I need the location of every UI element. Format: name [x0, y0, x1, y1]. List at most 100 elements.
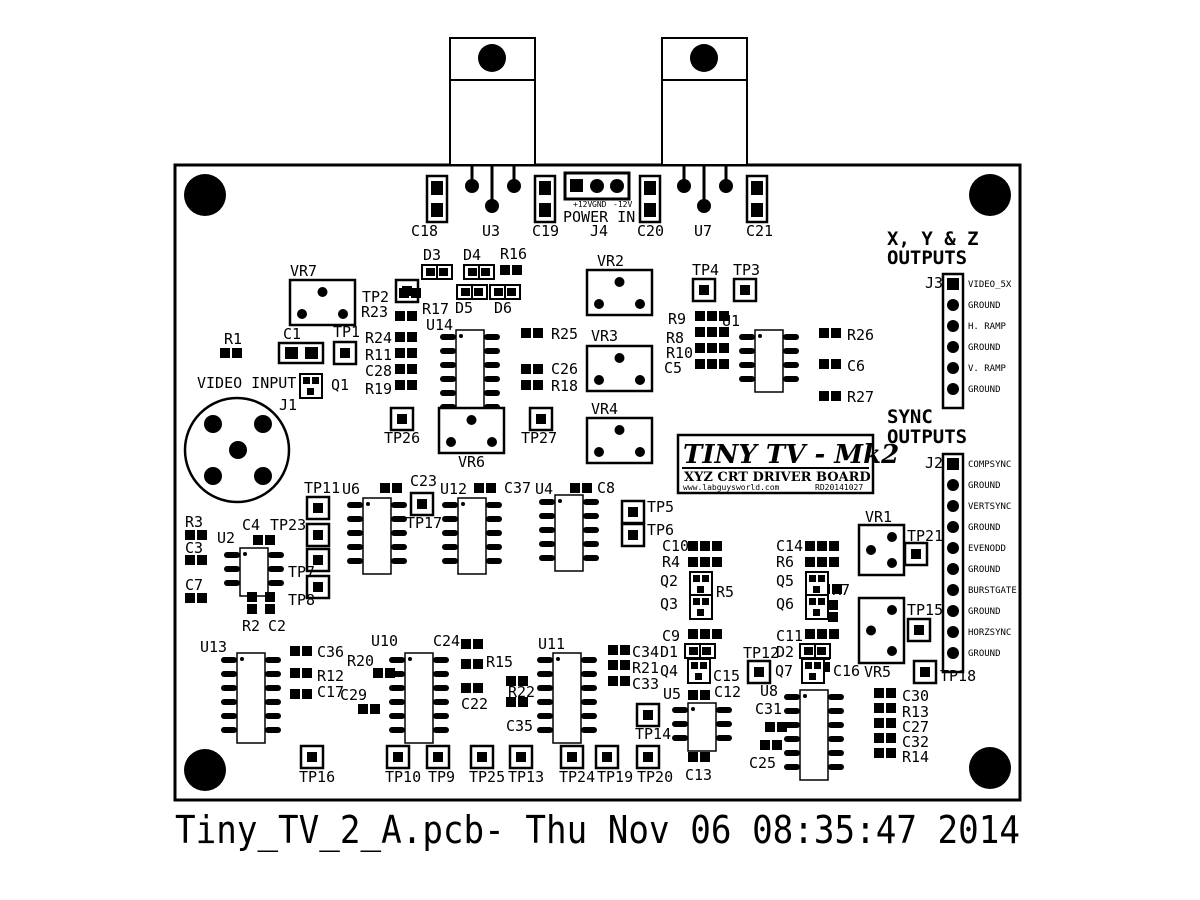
label-r12: R12: [317, 667, 344, 685]
label-u13: U13: [200, 638, 227, 656]
cap-c19: C19: [532, 174, 559, 240]
ic-u10: U10: [371, 632, 449, 744]
board-title-block: TINY TV - Mk2 XYZ CRT DRIVER BOARD www.l…: [676, 433, 899, 495]
power-pin-label-2: GND: [592, 200, 607, 209]
pads-c11b: [817, 629, 839, 639]
label-c16: C16: [833, 662, 860, 680]
pads-r3: [185, 530, 207, 540]
trimpot-vr5: VR5: [857, 596, 906, 681]
power-connector: +12V GND -12V POWER IN: [563, 171, 635, 226]
pads-r1: [220, 348, 242, 358]
label-u11: U11: [538, 635, 565, 653]
testpoint-tp10: TP10: [385, 744, 421, 786]
label-c35: C35: [506, 717, 533, 735]
pads-r23: [395, 311, 417, 321]
label-tp13: TP13: [508, 768, 544, 786]
cap-c1: C1: [277, 325, 325, 365]
label-q4: Q4: [660, 662, 678, 680]
testpoint-tp7: TP7: [288, 547, 331, 581]
label-r19: R19: [365, 380, 392, 398]
label-c10: C10: [662, 537, 689, 555]
label-tp21: TP21: [907, 527, 943, 545]
ic-u6: U6: [342, 480, 407, 575]
jack-label-j1: J1: [279, 396, 297, 414]
label-vr7: VR7: [290, 262, 317, 280]
label-tp17: TP17: [406, 514, 442, 532]
label-c26: C26: [551, 360, 578, 378]
regulator-label-u3: U3: [482, 222, 500, 240]
pads-c9b: [700, 629, 722, 639]
label-c30: C30: [902, 687, 929, 705]
pads-c4: [253, 535, 275, 545]
label-r22: R22: [508, 683, 535, 701]
transistor-q1: Q1: [299, 373, 349, 399]
label-c34: C34: [632, 643, 659, 661]
ic-u2: U2: [217, 529, 284, 597]
testpoint-tp11: TP11: [304, 479, 340, 521]
testpoint-tp16: TP16: [299, 744, 335, 786]
label-c36: C36: [317, 643, 344, 661]
pin-label-ground: GROUND: [968, 343, 1001, 353]
xyz-outputs-title-1: X, Y & Z: [887, 228, 979, 250]
label-c21: C21: [746, 222, 773, 240]
testpoint-tp5: TP5: [620, 498, 674, 525]
regulator-u3: U3: [449, 37, 536, 240]
pads-r16: [500, 265, 522, 275]
testpoint-tp21: TP21: [903, 527, 943, 567]
ic-u4: U4: [535, 480, 599, 572]
pads-r18: [521, 380, 543, 390]
label-tp1: TP1: [333, 323, 360, 341]
pads-r2: [247, 592, 257, 614]
label-tp27: TP27: [521, 429, 557, 447]
label-tp4: TP4: [692, 261, 719, 279]
pin-label-h-ramp: H. RAMP: [968, 322, 1007, 332]
pin-label-ground: GROUND: [968, 649, 1001, 659]
label-c37: C37: [504, 479, 531, 497]
trimpot-vr1: VR1: [857, 508, 906, 577]
label-c2: C2: [268, 617, 286, 635]
label-tp16: TP16: [299, 768, 335, 786]
label-r8: R8: [666, 329, 684, 347]
label-r25: R25: [551, 325, 578, 343]
label-q6: Q6: [776, 595, 794, 613]
label-tp5: TP5: [647, 498, 674, 516]
pin-label-compsync: COMPSYNC: [968, 460, 1011, 470]
pads-c7: [185, 593, 207, 603]
label-c32: C32: [902, 733, 929, 751]
testpoint-tp18: TP18: [912, 659, 976, 685]
jack-label-j4: J4: [590, 222, 608, 240]
pin-label-ground: GROUND: [968, 607, 1001, 617]
label-u12: U12: [440, 480, 467, 498]
label-r24: R24: [365, 329, 392, 347]
pads-c32: [874, 733, 896, 743]
transistor-q2: Q2: [660, 571, 713, 597]
label-vr4: VR4: [591, 400, 618, 418]
label-tp8: TP8: [288, 591, 315, 609]
pads-r26: [819, 328, 841, 338]
pads-r8b: [707, 327, 729, 337]
pads-r11: [395, 348, 417, 358]
label-r2: R2: [242, 617, 260, 635]
label-r18: R18: [551, 377, 578, 395]
pads-c37: [474, 483, 496, 493]
pin-label-horzsync: HORZSYNC: [968, 628, 1011, 638]
diode-d3: D3: [421, 246, 453, 280]
testpoint-tp23: TP23: [270, 516, 331, 548]
label-tp9: TP9: [428, 768, 455, 786]
ic-u13: U13: [200, 638, 281, 744]
label-r3: R3: [185, 513, 203, 531]
label-u5: U5: [663, 685, 681, 703]
jack-label-j2: J2: [925, 454, 943, 472]
pads-c14b: [817, 541, 839, 551]
diode-d4: D4: [463, 246, 495, 280]
label-u10: U10: [371, 632, 398, 650]
pads-c34: [608, 645, 630, 655]
label-c28: C28: [365, 362, 392, 380]
pin-label-burstgate: BURSTGATE: [968, 586, 1017, 596]
sync-outputs-title-2: OUTPUTS: [887, 426, 967, 448]
label-q7: Q7: [775, 662, 793, 680]
label-r26: R26: [847, 326, 874, 344]
